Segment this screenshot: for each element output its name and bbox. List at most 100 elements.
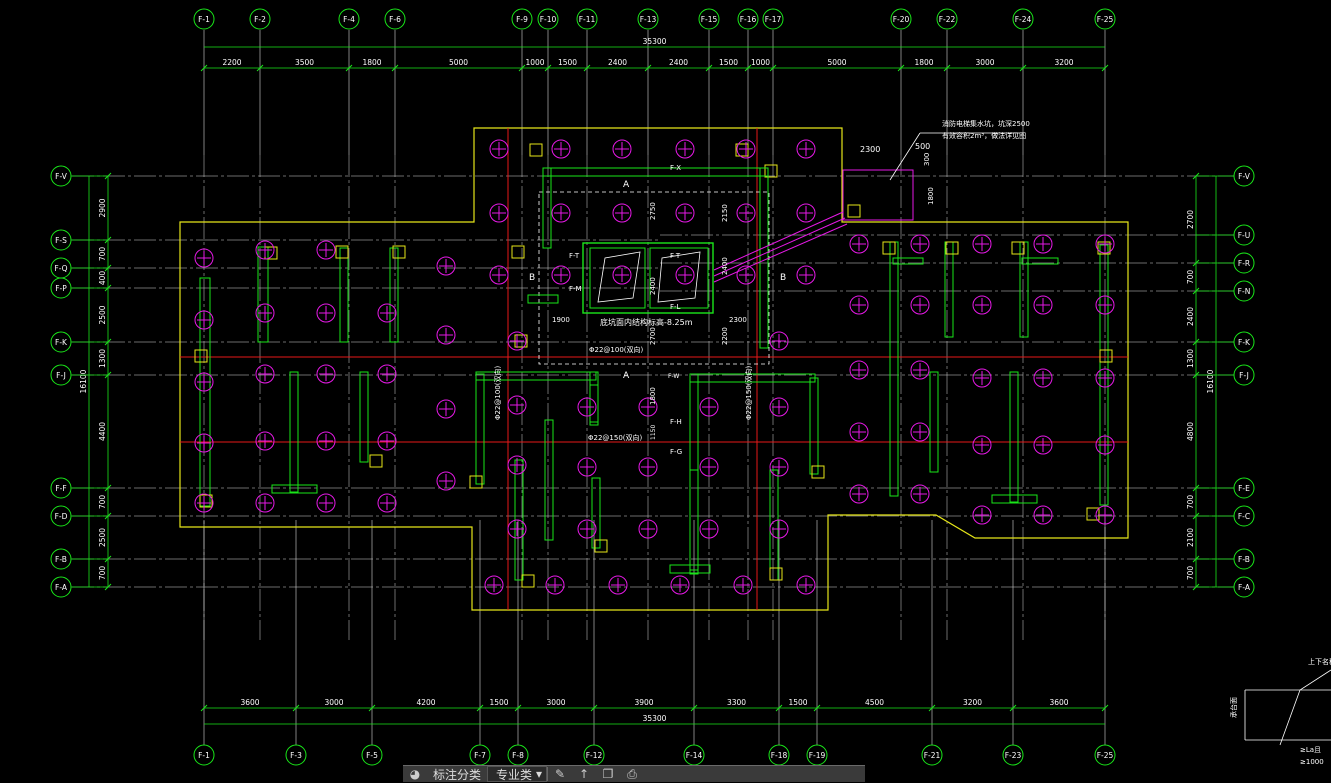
axis-bottom-f-1-circle (193, 744, 215, 766)
axis-left-f-v: F-V (55, 172, 68, 181)
dim-bottom-tick-0 (200, 704, 208, 712)
pile-18 (612, 265, 632, 285)
dim-top-seg-7: 2400 (669, 58, 688, 67)
pile-ring (1095, 234, 1115, 254)
dim-top-tick-3 (391, 64, 399, 72)
pile-ring (577, 397, 597, 417)
axis-top-f-17: F-17 (765, 15, 782, 24)
dim-top-tick-14 (1101, 64, 1109, 72)
axis-bottom-f-12: F-12 (586, 751, 603, 760)
sub-axis-w: F-W (668, 373, 679, 380)
dim-left-seg-6: 700 (98, 495, 107, 510)
pile-69 (194, 493, 214, 513)
pile-ring (638, 519, 658, 539)
pile-6 (489, 203, 509, 223)
pointer-icon[interactable]: ↑ (579, 767, 590, 781)
wall-7 (475, 373, 485, 485)
dim-right-seg-6: 2100 (1186, 528, 1195, 547)
pile-ring (377, 303, 397, 323)
axis-bottom-f-19: F-19 (809, 751, 826, 760)
axis-right-f-b: F-B (1238, 555, 1250, 564)
pit-note: 底坑面内结构标高-8.25m (600, 317, 693, 327)
pile-ring (255, 431, 275, 451)
wall-18 (1019, 241, 1029, 338)
rebar-1: Φ22@100(双向) (589, 345, 644, 354)
pile-41 (316, 364, 336, 384)
pile-ring (910, 484, 930, 504)
dim-right-seg-5: 700 (1186, 495, 1195, 510)
axis-right-f-e: F-E (1238, 484, 1250, 493)
sub-axis-m: F-M (569, 285, 582, 293)
pile-60 (577, 457, 597, 477)
pile-ring (545, 575, 565, 595)
pile-ring (638, 397, 658, 417)
annotate-category-button[interactable]: 标注分类 (427, 766, 487, 782)
rebar-2: Φ22@100(双向) (493, 365, 502, 420)
pile-ring (436, 325, 456, 345)
pile-17 (551, 265, 571, 285)
dim-top-seg-5: 1500 (558, 58, 577, 67)
pile-ring (910, 422, 930, 442)
pile-12 (255, 240, 275, 260)
chevron-down-icon: ▾ (536, 767, 543, 781)
dim-bottom-tick-1 (292, 704, 300, 712)
section-b-left: B (529, 273, 535, 283)
detail-label-bottom: ≥La且 (1300, 746, 1321, 754)
axis-bottom-f-21: F-21 (924, 751, 941, 760)
glasses-icon[interactable]: ◕ (409, 767, 421, 781)
elevator-car-2 (657, 251, 701, 303)
pile-86 (670, 575, 690, 595)
dim-2200: 2200 (721, 327, 729, 345)
dim-2700: 2700 (649, 327, 657, 345)
axis-top-f-4-circle (338, 8, 360, 30)
dim-left-seg-8: 700 (98, 566, 107, 581)
pile-25 (1033, 234, 1053, 254)
axis-bottom-f-3-circle (285, 744, 307, 766)
pile-75 (638, 519, 658, 539)
wall-22 (1099, 244, 1109, 506)
axis-top-f-10: F-10 (540, 15, 557, 24)
axis-bottom-f-21-circle (921, 744, 943, 766)
column-8 (521, 574, 535, 588)
pile-ring (675, 265, 695, 285)
pile-39 (194, 372, 214, 392)
pile-ring (1033, 368, 1053, 388)
copy-icon[interactable]: ❐ (602, 767, 614, 781)
dim-top-tick-8 (705, 64, 713, 72)
axis-top-f-11: F-11 (579, 15, 596, 24)
pile-81 (1033, 505, 1053, 525)
pile-52 (1033, 368, 1053, 388)
pile-ring (377, 493, 397, 513)
dim-top-tick-4 (518, 64, 526, 72)
pile-ring (796, 265, 816, 285)
detail-label-bottom2: ≥1000 (1300, 758, 1324, 766)
pile-83 (484, 575, 504, 595)
dim-right-total: 16100 (1206, 369, 1215, 393)
print-icon[interactable]: ⎙ (627, 766, 637, 781)
pile-ring (849, 234, 869, 254)
axis-top-f-1-circle (193, 8, 215, 30)
pit-right-wall (759, 167, 769, 349)
pile-31 (436, 325, 456, 345)
dim-bottom-seg-10: 3600 (1049, 698, 1068, 707)
pile-ring (612, 265, 632, 285)
sub-axis-h: F-H (670, 418, 682, 426)
pile-65 (910, 422, 930, 442)
pen-icon[interactable]: ✎ (555, 767, 566, 781)
column-1 (199, 494, 213, 508)
dim-bottom-tick-7 (775, 704, 783, 712)
axis-top-f-10-circle (537, 8, 559, 30)
pile-1 (551, 139, 571, 159)
pile-36 (972, 295, 992, 315)
detail-corner: 上下名称 承台面 ≥La且 ≥1000 (1229, 657, 1331, 766)
layer-category-select[interactable]: 专业类 ▾ (487, 766, 548, 782)
pile-4 (736, 139, 756, 159)
pile-ring (551, 265, 571, 285)
pile-70 (255, 493, 275, 513)
shear-walls (194, 143, 1113, 588)
wall-5 (271, 484, 318, 494)
pile-ring (194, 248, 214, 268)
dim-left-seg-2: 400 (98, 271, 107, 286)
pile-2 (612, 139, 632, 159)
